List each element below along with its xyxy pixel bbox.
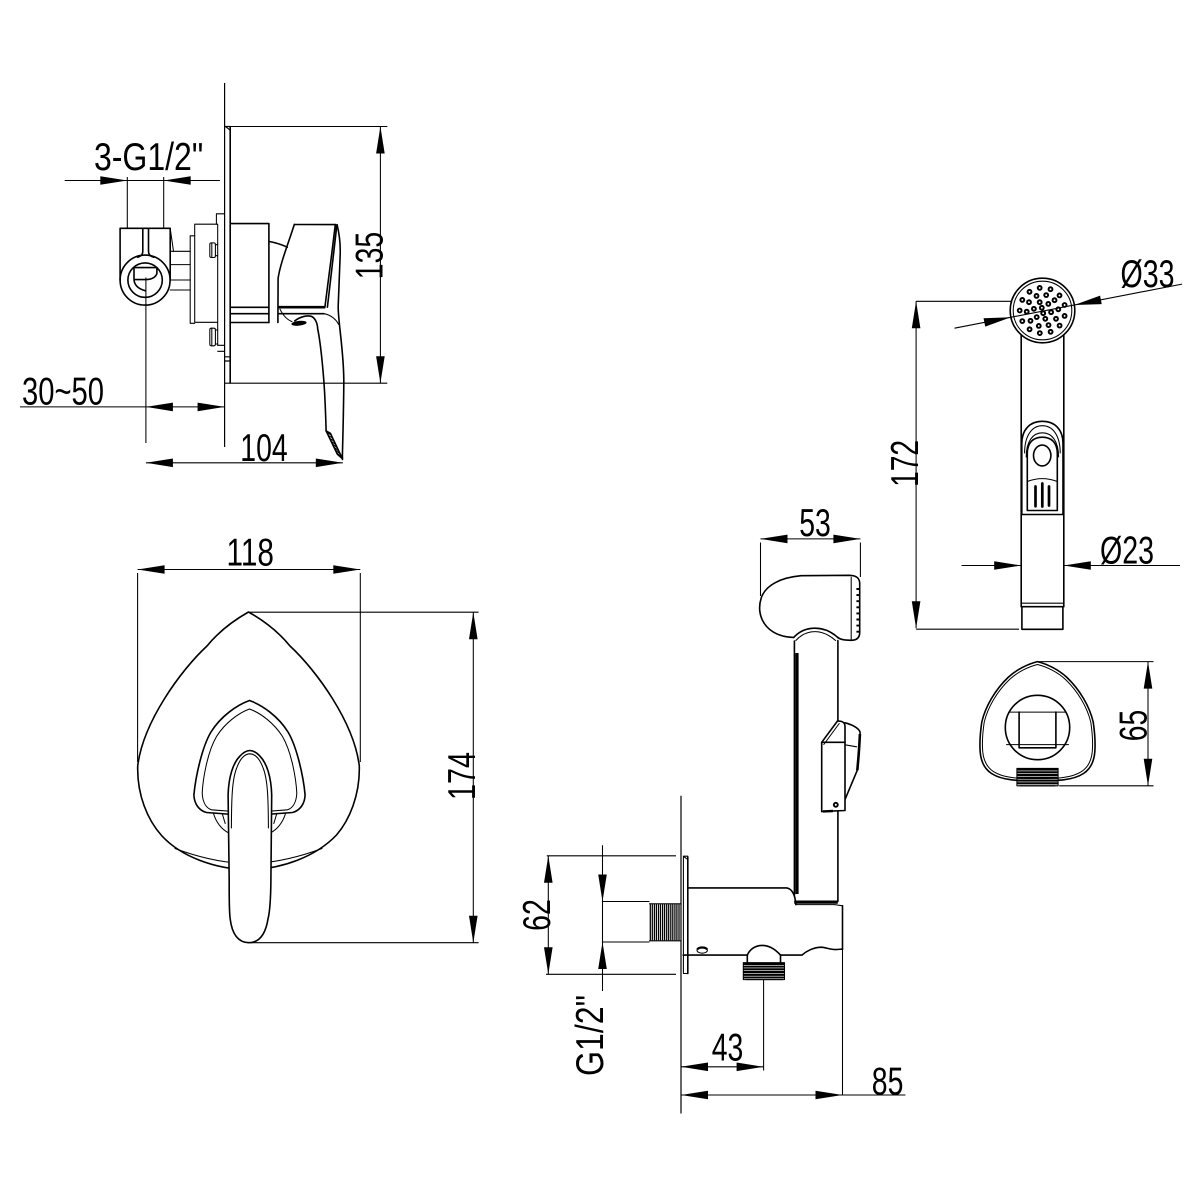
svg-text:Ø23: Ø23: [1100, 530, 1154, 573]
svg-text:Ø33: Ø33: [1121, 253, 1175, 296]
svg-text:172: 172: [884, 440, 927, 487]
svg-text:30~50: 30~50: [22, 370, 104, 413]
svg-text:3-G1/2": 3-G1/2": [94, 136, 203, 179]
svg-text:85: 85: [872, 1060, 904, 1103]
svg-text:174: 174: [441, 752, 484, 800]
svg-text:135: 135: [348, 232, 391, 279]
svg-text:62: 62: [516, 899, 559, 931]
svg-text:104: 104: [240, 427, 287, 470]
svg-text:53: 53: [799, 502, 831, 545]
svg-text:65: 65: [1112, 710, 1155, 741]
svg-text:G1/2": G1/2": [569, 995, 612, 1076]
svg-text:43: 43: [712, 1027, 744, 1070]
svg-text:118: 118: [227, 531, 274, 574]
